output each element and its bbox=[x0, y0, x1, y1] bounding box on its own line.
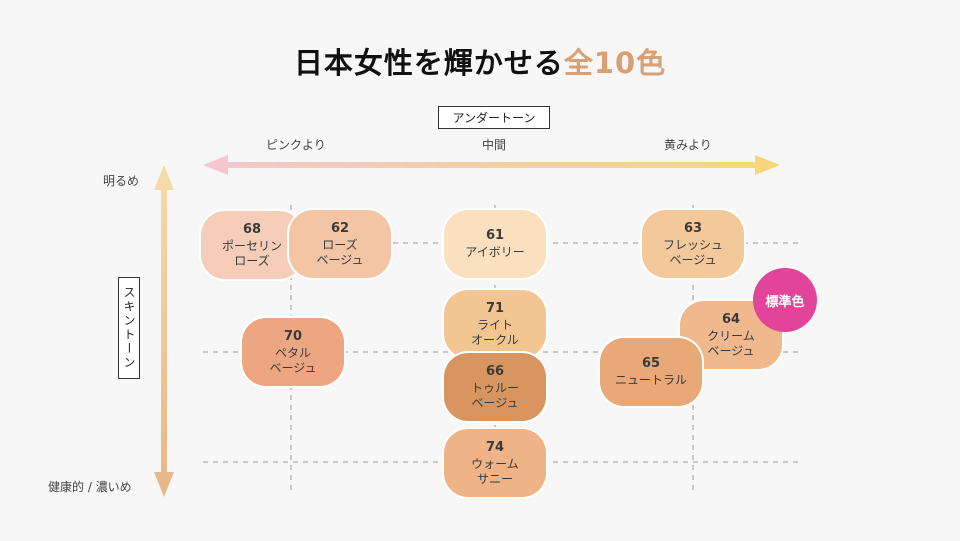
shade-71[interactable]: 71 ライト オークル bbox=[444, 290, 546, 358]
shade-68[interactable]: 68 ポーセリン ローズ bbox=[201, 211, 303, 279]
shade-name: ライト オークル bbox=[471, 317, 519, 347]
skintone-arrow bbox=[154, 165, 174, 497]
column-label-middle: 中間 bbox=[482, 138, 507, 152]
shade-62[interactable]: 62 ローズ ベージュ bbox=[289, 210, 391, 278]
shade-number: 64 bbox=[721, 311, 741, 327]
shade-name: トゥルー ベージュ bbox=[470, 380, 519, 410]
shade-name: ペタル ベージュ bbox=[269, 345, 317, 375]
shade-number: 65 bbox=[641, 356, 661, 371]
shade-70[interactable]: 70 ペタル ベージュ bbox=[242, 318, 344, 386]
shade-65[interactable]: 65 ニュートラル bbox=[600, 338, 702, 406]
row-label-dark: 健康的 / 濃いめ bbox=[48, 480, 132, 494]
title-main: 日本女性を輝かせる bbox=[293, 46, 564, 80]
shade-number: 74 bbox=[485, 439, 505, 455]
shade-number: 70 bbox=[283, 328, 303, 344]
shade-number: 66 bbox=[485, 363, 505, 379]
shade-74[interactable]: 74 ウォーム サニー bbox=[444, 429, 546, 497]
shade-63[interactable]: 63 フレッシュ ベージュ bbox=[642, 210, 744, 278]
shade-61[interactable]: 61 アイボリー bbox=[444, 210, 546, 278]
shade-name: ニュートラル bbox=[614, 373, 687, 387]
shade-name: ポーセリン ローズ bbox=[221, 238, 282, 268]
shade-number: 63 bbox=[683, 220, 703, 236]
shade-name: ウォーム サニー bbox=[471, 456, 519, 486]
shade-number: 62 bbox=[330, 220, 350, 236]
title-accent: 全10色 bbox=[563, 46, 667, 80]
column-label-pink: ピンクより bbox=[266, 138, 326, 152]
skintone-axis-label: スキントーン bbox=[118, 277, 140, 379]
shade-number: 71 bbox=[485, 300, 505, 316]
undertone-arrow bbox=[203, 155, 780, 175]
shade-number: 61 bbox=[485, 228, 505, 243]
standard-shade-badge: 標準色 bbox=[753, 268, 817, 332]
column-label-yellow: 黄みより bbox=[664, 138, 712, 152]
shade-66[interactable]: 66 トゥルー ベージュ bbox=[444, 353, 546, 421]
page-title: 日本女性を輝かせる全10色 bbox=[0, 40, 960, 82]
undertone-axis-label: アンダートーン bbox=[438, 106, 550, 129]
shade-number: 68 bbox=[242, 221, 262, 237]
shade-name: フレッシュ ベージュ bbox=[662, 237, 723, 267]
shade-name: アイボリー bbox=[465, 245, 525, 259]
shade-name: クリーム ベージュ bbox=[707, 328, 755, 358]
shade-name: ローズ ベージュ bbox=[316, 237, 364, 267]
row-label-light: 明るめ bbox=[103, 174, 140, 188]
